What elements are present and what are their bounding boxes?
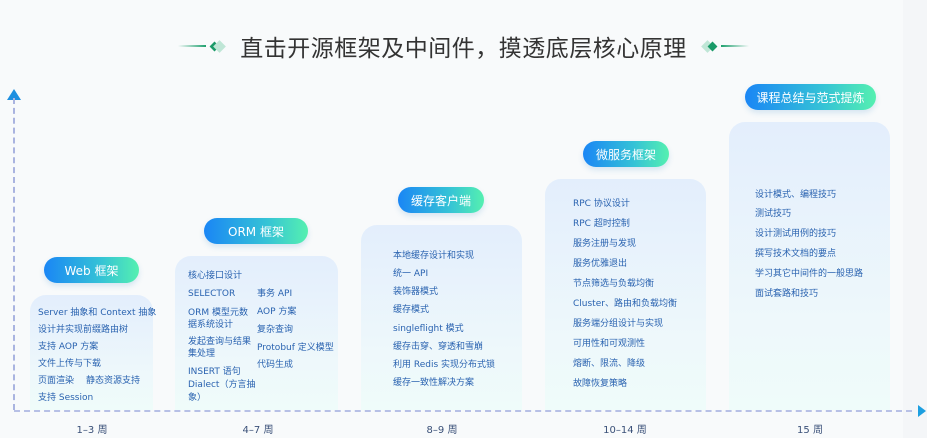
week-label: 15 周	[797, 425, 823, 436]
list-item: 发起查询与结果	[188, 337, 252, 347]
list-item: 撰写技术文档的要点	[755, 249, 837, 259]
list-item: 利用 Redis 实现分布式锁	[393, 360, 496, 370]
stage-card-microservice	[545, 179, 706, 410]
list-item: 缓存击穿、穿透和雪崩	[393, 342, 484, 352]
page-title: 直击开源框架及中间件，摸透底层核心原理	[240, 36, 687, 62]
stage-pill-orm: ORM 框架	[204, 218, 308, 244]
list-item: 节点筛选与负载均衡	[573, 279, 655, 289]
list-item: SELECTOR	[188, 289, 236, 299]
list-item: 设计模式、编程技巧	[755, 190, 837, 200]
week-label: 8–9 周	[426, 425, 458, 436]
list-item: 设计并实现前缀路由树	[38, 325, 129, 335]
list-item: 熔断、限流、降级	[573, 359, 646, 369]
list-item: 学习其它中间件的一般思路	[755, 269, 864, 279]
stage-pill-cache: 缓存客户端	[398, 187, 484, 213]
stage-card-cache	[361, 225, 522, 410]
stage-card-summary	[729, 122, 890, 410]
list-item: 支持 AOP 方案	[38, 342, 99, 352]
list-item: 面试套路和技巧	[755, 289, 819, 299]
title-decoration-right-icon	[700, 39, 749, 53]
list-item: INSERT 语句	[188, 367, 241, 377]
list-item: 页面渲染	[38, 376, 75, 386]
stage-pill-web: Web 框架	[44, 257, 139, 283]
list-item: 缓存模式	[393, 305, 430, 315]
list-item: 复杂查询	[257, 325, 294, 335]
header: 直击开源框架及中间件，摸透底层核心原理	[0, 30, 927, 62]
list-item: 装饰器模式	[393, 287, 439, 297]
list-item: 测试技巧	[755, 209, 792, 219]
list-item: 缓存一致性解决方案	[393, 378, 475, 388]
list-item: ORM 模型元数	[188, 308, 248, 318]
stage-card-web	[30, 295, 153, 410]
list-item: AOP 方案	[257, 307, 297, 317]
list-item: 统一 API	[393, 269, 429, 279]
y-axis	[13, 98, 15, 410]
list-item: Server 抽象和 Context 抽象	[38, 308, 157, 318]
stage-pill-microservice: 微服务框架	[583, 141, 669, 167]
list-item: 可用性和可观测性	[573, 339, 646, 349]
list-item: 服务注册与发现	[573, 239, 637, 249]
list-item: 本地缓存设计和实现	[393, 251, 475, 261]
list-item: 据系统设计	[188, 320, 234, 330]
list-item: Cluster、路由和负载均衡	[573, 299, 677, 309]
list-item: Dialect（方言抽	[188, 380, 256, 390]
list-item: 故障恢复策略	[573, 379, 628, 389]
list-item: RPC 超时控制	[573, 219, 630, 229]
list-item: RPC 协议设计	[573, 199, 630, 209]
x-axis	[14, 410, 912, 412]
x-axis-arrow-icon	[918, 405, 926, 417]
list-item: Protobuf 定义模型	[257, 343, 334, 353]
stage-pill-summary: 课程总结与范式提炼	[745, 84, 876, 110]
list-item: 支持 Session	[38, 393, 94, 403]
week-label: 10–14 周	[603, 425, 647, 436]
list-item: 事务 API	[257, 289, 293, 299]
right-edge-strip	[903, 0, 927, 438]
list-item: 集处理	[188, 349, 216, 359]
list-item: 核心接口设计	[188, 271, 243, 281]
week-label: 1–3 周	[76, 425, 108, 436]
list-item: 静态资源支持	[86, 376, 141, 386]
title-decoration-left-icon	[178, 39, 227, 53]
list-item: 服务端分组设计与实现	[573, 319, 664, 329]
list-item: 象）	[188, 393, 207, 403]
list-item: 设计测试用例的技巧	[755, 229, 837, 239]
list-item: singleflight 模式	[393, 324, 464, 334]
stage-card-orm	[175, 256, 338, 410]
list-item: 文件上传与下载	[38, 359, 102, 369]
y-axis-arrow-icon	[7, 89, 21, 100]
list-item: 服务优雅退出	[573, 259, 628, 269]
list-item: 代码生成	[257, 360, 294, 370]
week-label: 4–7 周	[242, 425, 274, 436]
